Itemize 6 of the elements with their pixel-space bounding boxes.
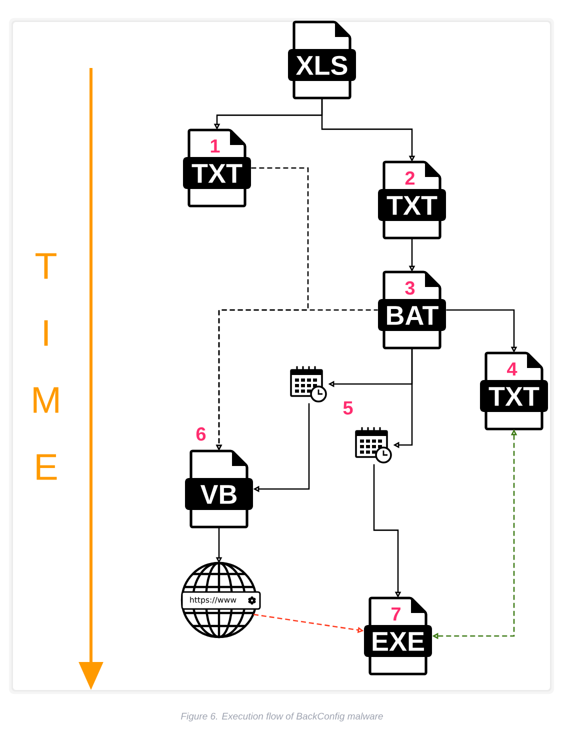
axis-label: T I M E [34, 253, 58, 480]
step-number: 5 [343, 401, 353, 415]
calendar-clock-icon [355, 427, 392, 464]
calendar-clock-icon [290, 366, 327, 402]
step-number: 6 [196, 427, 206, 441]
caption: Figure 6. Execution flow of BackConfig malware [181, 712, 383, 722]
